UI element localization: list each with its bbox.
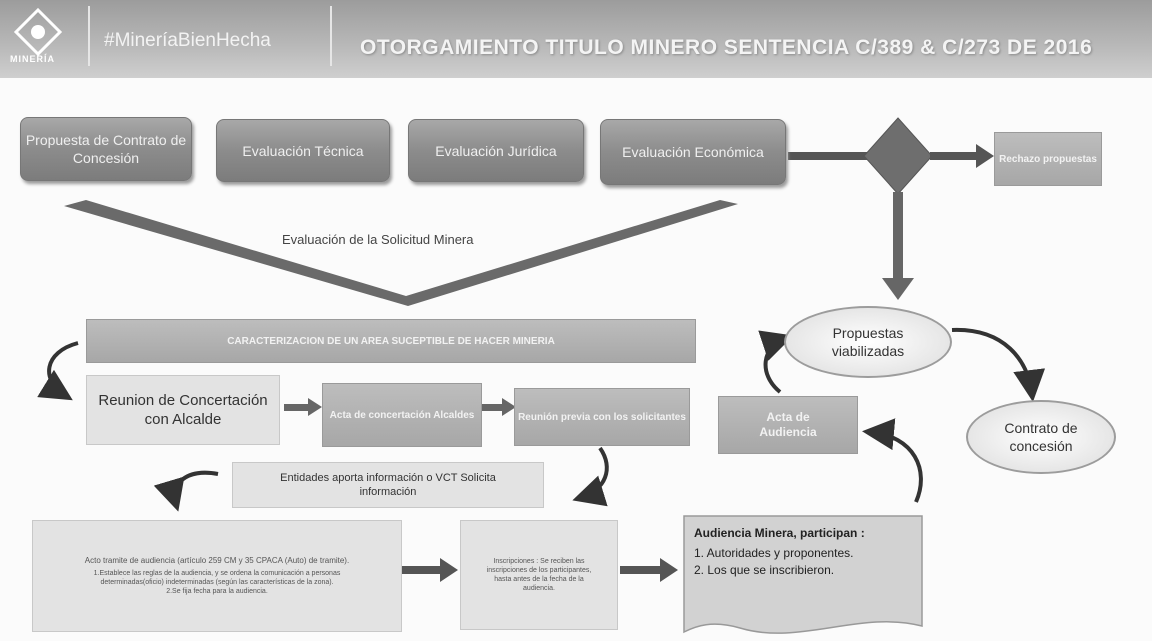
header-divider <box>88 6 90 66</box>
reunion-previa-box: Reunión previa con los solicitantes <box>514 388 690 446</box>
arrow-acto-to-inscripciones <box>402 558 458 582</box>
arrow-inscripciones-to-audiencia <box>620 558 678 582</box>
audiencia-heading: Audiencia Minera, participan : <box>694 526 865 540</box>
page-title: OTORGAMIENTO TITULO MINERO SENTENCIA C/3… <box>360 36 1093 59</box>
curve-arrow-to-entities <box>572 446 609 507</box>
audiencia-item: 1. Autoridades y proponentes. <box>694 546 854 560</box>
arrow-to-propuestas <box>882 192 914 300</box>
funnel-label: Evaluación de la Solicitud Minera <box>282 232 474 247</box>
header-divider <box>330 6 332 66</box>
arrow-acta-to-reunion <box>478 398 516 416</box>
acto-tramite-item: 2.Se fija fecha para la audiencia. <box>166 588 268 595</box>
audiencia-content: Audiencia Minera, participan : 1. Autori… <box>694 526 918 577</box>
step-propuesta-contrato: Propuesta de Contrato de Concesión <box>20 117 192 181</box>
arrow-to-reject <box>930 144 994 168</box>
meeting-alcalde-box: Reunion de Concertación con Alcalde <box>86 375 280 445</box>
step-evaluacion-juridica: Evaluación Jurídica <box>408 119 584 182</box>
characterization-bar: CARACTERIZACION DE UN AREA SUCEPTIBLE DE… <box>86 319 696 363</box>
header-banner: MINERÍA #MineríaBienHecha OTORGAMIENTO T… <box>0 0 1152 78</box>
acto-tramite-box: Acto tramite de audiencia (artículo 259 … <box>32 520 402 632</box>
propuestas-viabilizadas-ellipse: Propuestas viabilizadas <box>784 306 952 378</box>
entities-info-box: Entidades aporta información o VCT Solic… <box>232 462 544 508</box>
acto-tramite-item: 1.Establece las reglas de la audiencia, … <box>93 570 341 586</box>
hashtag: #MineríaBienHecha <box>104 30 271 51</box>
step-evaluacion-economica: Evaluación Económica <box>600 119 786 185</box>
curve-arrow-to-meeting <box>37 341 79 401</box>
audiencia-item: 2. Los que se inscribieron. <box>694 563 835 577</box>
logo-text: MINERÍA <box>10 54 55 64</box>
inscripciones-text: Inscripciones : Se reciben las inscripci… <box>486 558 592 592</box>
arrow-to-decision <box>788 152 868 160</box>
mining-logo-icon <box>13 7 63 57</box>
reject-proposals-box: Rechazo propuestas <box>994 132 1102 186</box>
acto-tramite-heading: Acto tramite de audiencia (artículo 259 … <box>84 556 350 565</box>
curve-arrow-to-contrato <box>951 327 1046 402</box>
audiencia-document-shape <box>683 515 923 634</box>
curve-arrow-to-acta-audiencia <box>862 418 923 503</box>
arrow-meeting-to-acta <box>284 398 322 416</box>
contrato-concesion-ellipse: Contrato de concesión <box>966 400 1116 474</box>
acta-audiencia-box: Acta de Audiencia <box>718 396 858 454</box>
step-evaluacion-tecnica: Evaluación Técnica <box>216 119 390 182</box>
acta-concertacion-box: Acta de concertación Alcaldes <box>322 383 482 447</box>
inscripciones-box: Inscripciones : Se reciben las inscripci… <box>460 520 618 630</box>
evaluation-funnel <box>64 200 738 306</box>
curve-arrow-to-acto <box>153 470 219 512</box>
decision-diamond <box>863 117 933 195</box>
curve-arrow-to-propuestas <box>758 330 794 394</box>
